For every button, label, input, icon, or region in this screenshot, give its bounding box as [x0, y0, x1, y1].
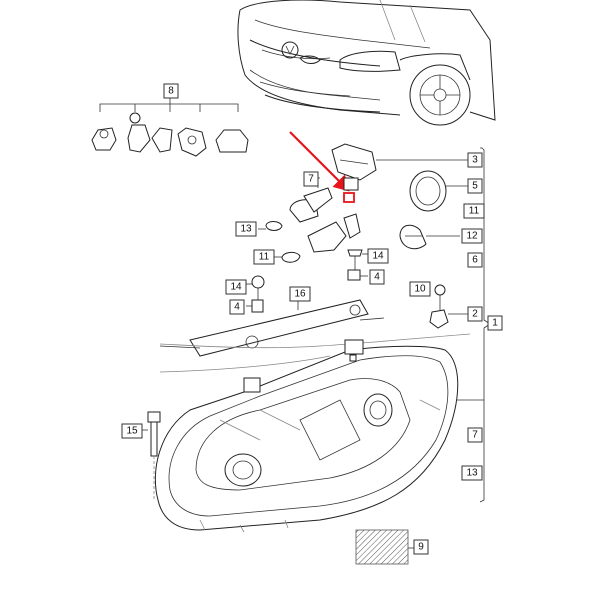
svg-text:2: 2	[472, 309, 478, 320]
bracket-part-b	[127, 112, 151, 153]
callout-6[interactable]: 6	[467, 252, 483, 268]
callout-14[interactable]: 14	[225, 279, 247, 295]
svg-text:9: 9	[418, 542, 424, 553]
bracket-part-c	[151, 127, 173, 153]
callout-5[interactable]: 5	[467, 178, 483, 194]
callout-7[interactable]: 7	[467, 427, 483, 443]
svg-text:12: 12	[466, 231, 478, 242]
svg-text:8: 8	[168, 86, 174, 97]
callout-9[interactable]: 9	[413, 539, 429, 555]
bulb-socket-assembly	[331, 143, 470, 191]
bracket-part-a	[91, 127, 117, 151]
svg-text:15: 15	[126, 426, 138, 437]
bracket-part-d	[177, 127, 207, 157]
svg-text:14: 14	[372, 251, 384, 262]
bracket-group-8	[91, 97, 249, 157]
callout-4[interactable]: 4	[369, 269, 385, 285]
callout-12[interactable]: 12	[461, 228, 483, 244]
callout-2[interactable]: 2	[467, 306, 483, 322]
svg-text:11: 11	[469, 206, 480, 217]
mounting-strip-part-16	[159, 294, 385, 357]
svg-text:13: 13	[240, 224, 252, 235]
callout-13[interactable]: 13	[235, 221, 257, 237]
callout-1[interactable]: 1	[487, 315, 503, 331]
callout-16[interactable]: 16	[289, 286, 311, 302]
svg-text:7: 7	[308, 174, 314, 185]
callout-8[interactable]: 8	[163, 83, 179, 99]
callout-15[interactable]: 15	[121, 423, 143, 439]
callout-13[interactable]: 13	[461, 465, 483, 481]
bracket-part-e	[215, 129, 249, 153]
screw-set-left	[246, 275, 265, 313]
svg-text:3: 3	[472, 155, 478, 166]
callout-3[interactable]: 3	[467, 152, 483, 168]
svg-text:1: 1	[492, 318, 498, 329]
front-panel-outline	[159, 333, 471, 373]
hatched-part-9	[355, 529, 409, 565]
headlight-bulb-part-12	[399, 224, 460, 250]
svg-text:7: 7	[472, 430, 478, 441]
svg-text:11: 11	[259, 252, 270, 263]
headlight-housing	[154, 339, 459, 533]
callout-7[interactable]: 7	[303, 171, 319, 187]
svg-text:16: 16	[294, 289, 306, 300]
mounting-bolt-part-15	[140, 411, 161, 500]
callout-11[interactable]: 11	[463, 203, 485, 219]
adjusting-screw-part-10	[429, 284, 470, 329]
callout-11[interactable]: 11	[253, 249, 275, 265]
svg-text:6: 6	[472, 255, 478, 266]
svg-text:5: 5	[472, 181, 478, 192]
svg-text:13: 13	[466, 468, 478, 479]
sealing-ring-part-5	[409, 170, 470, 212]
highlight-target-box	[343, 192, 355, 203]
svg-text:14: 14	[230, 282, 242, 293]
highlight-arrow	[289, 131, 350, 192]
vehicle-front-illustration	[237, 0, 496, 126]
callout-10[interactable]: 10	[409, 281, 431, 297]
svg-text:10: 10	[414, 284, 426, 295]
callout-bracket-right	[470, 147, 491, 503]
svg-text:4: 4	[234, 302, 240, 313]
callout-4[interactable]: 4	[229, 299, 245, 315]
callout-14[interactable]: 14	[367, 248, 389, 264]
screw-set-right	[347, 249, 368, 281]
svg-text:4: 4	[374, 272, 380, 283]
